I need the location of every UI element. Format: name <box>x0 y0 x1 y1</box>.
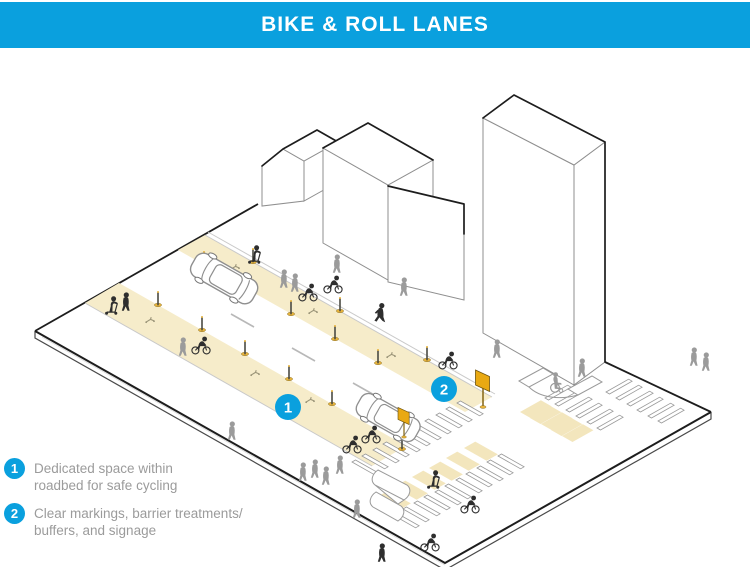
marker-2: 2 <box>431 376 457 402</box>
page-title: BIKE & ROLL LANES <box>261 13 489 36</box>
buildings <box>261 94 606 386</box>
legend-text-2: Clear markings, barrier treatments/ buff… <box>34 506 243 538</box>
legend-item-1: 1 Dedicated space within roadbed for saf… <box>4 458 284 494</box>
building-tower <box>482 94 606 386</box>
legend-item-2: 2 Clear markings, barrier treatments/ bu… <box>4 503 284 539</box>
marker-1-number: 1 <box>284 400 292 417</box>
building-low-wing <box>387 185 465 301</box>
marker-2-number: 2 <box>440 382 448 399</box>
marker-1: 1 <box>275 394 301 420</box>
legend-badge-1: 1 <box>4 458 25 479</box>
bike-lane-near <box>84 283 406 467</box>
legend-badge-2: 2 <box>4 503 25 524</box>
legend: 1 Dedicated space within roadbed for saf… <box>4 458 284 548</box>
title-banner: BIKE & ROLL LANES <box>0 2 750 48</box>
curb-islands <box>369 367 604 522</box>
legend-text-1: Dedicated space within roadbed for safe … <box>34 461 178 493</box>
